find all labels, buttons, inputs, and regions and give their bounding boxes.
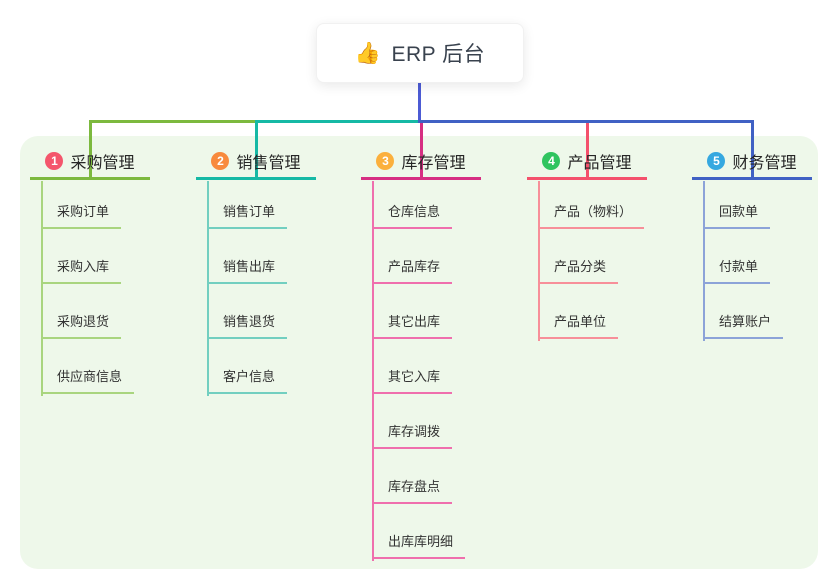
bus-segment-left <box>88 120 258 123</box>
child-node[interactable]: 销售出库 <box>207 256 288 284</box>
branch-node-1[interactable]: 1 采购管理 <box>30 149 150 180</box>
branch-drop-line <box>585 123 589 178</box>
branch-node-2[interactable]: 2 销售管理 <box>196 149 316 180</box>
child-node[interactable]: 销售退货 <box>207 311 288 339</box>
child-node[interactable]: 库存盘点 <box>372 476 453 504</box>
child-node[interactable]: 供应商信息 <box>41 366 135 394</box>
child-node[interactable]: 其它出库 <box>372 311 453 339</box>
child-node[interactable]: 出库库明细 <box>372 531 466 559</box>
branch-title: 采购管理 <box>70 155 135 172</box>
child-node[interactable]: 采购入库 <box>41 256 122 284</box>
branch-number-badge: 3 <box>376 152 395 170</box>
child-node[interactable]: 仓库信息 <box>372 201 453 229</box>
branch-number-badge: 1 <box>45 152 64 170</box>
child-node[interactable]: 产品分类 <box>538 256 619 284</box>
child-node[interactable]: 销售订单 <box>207 201 288 229</box>
branch-title: 财务管理 <box>732 155 797 172</box>
branch-drop-line <box>419 123 423 178</box>
children-connector-line <box>703 181 705 341</box>
branch-title: 销售管理 <box>236 155 301 172</box>
children-connector-line <box>41 181 43 396</box>
root-node[interactable]: 👍 ERP 后台 <box>316 23 524 83</box>
child-node[interactable]: 客户信息 <box>207 366 288 394</box>
branch-title: 产品管理 <box>567 155 632 172</box>
child-node[interactable]: 结算账户 <box>703 311 784 339</box>
child-node[interactable]: 产品单位 <box>538 311 619 339</box>
branch-number-badge: 5 <box>707 152 726 170</box>
child-node[interactable]: 库存调拨 <box>372 421 453 449</box>
branch-drop-line <box>750 123 754 178</box>
branch-node-5[interactable]: 5 财务管理 <box>692 149 812 180</box>
branch-node-4[interactable]: 4 产品管理 <box>527 149 647 180</box>
branch-number-badge: 2 <box>211 152 230 170</box>
child-node[interactable]: 回款单 <box>703 201 771 229</box>
branch-number-badge: 4 <box>542 152 561 170</box>
root-stem-line <box>418 81 421 123</box>
bus-segment-middle <box>254 120 421 123</box>
mindmap-background-panel <box>20 136 818 569</box>
child-node[interactable]: 付款单 <box>703 256 771 284</box>
branch-title: 库存管理 <box>401 155 466 172</box>
child-node[interactable]: 采购订单 <box>41 201 122 229</box>
branch-drop-line <box>254 123 258 178</box>
children-connector-line <box>538 181 540 341</box>
root-node-label: ERP 后台 <box>391 43 486 66</box>
children-connector-line <box>207 181 209 396</box>
branch-drop-line <box>88 123 92 178</box>
child-node[interactable]: 采购退货 <box>41 311 122 339</box>
bus-segment-right <box>418 120 754 123</box>
thumbs-up-icon: 👍 <box>354 41 382 65</box>
child-node[interactable]: 产品（物料） <box>538 201 645 229</box>
children-connector-line <box>372 181 374 561</box>
child-node[interactable]: 其它入库 <box>372 366 453 394</box>
branch-node-3[interactable]: 3 库存管理 <box>361 149 481 180</box>
child-node[interactable]: 产品库存 <box>372 256 453 284</box>
